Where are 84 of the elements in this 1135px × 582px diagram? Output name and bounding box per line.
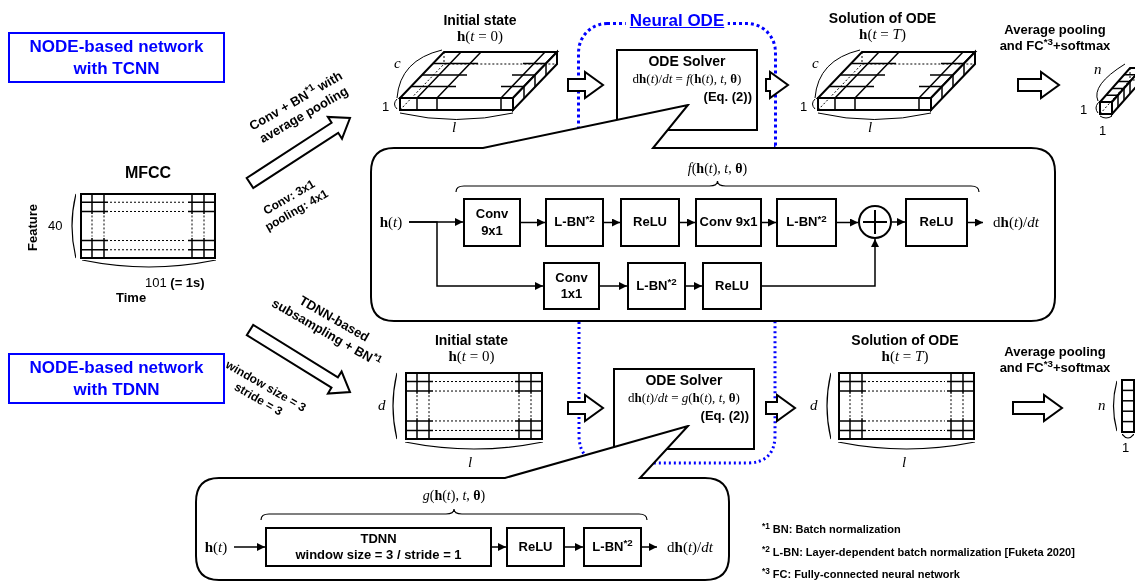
dimension-label: l [452, 120, 457, 135]
block-heading: ODE Solver [647, 53, 727, 71]
dimension-label: c [394, 56, 401, 71]
block-arrow [765, 70, 790, 100]
dimension-label: d [378, 398, 386, 413]
arrow [520, 218, 546, 227]
dimension-label: l [902, 455, 907, 470]
dimension-label: n [1098, 398, 1106, 413]
footnote: $^{*2}$ L-BN: Layer-dependent batch normalization [Fuketa 2020] [762, 546, 1076, 560]
process-box: Conv 9x1 [463, 198, 521, 247]
dimension-label: l [868, 120, 873, 135]
footnote: $^{*1}$ BN: Batch normalization [762, 523, 902, 537]
math-label: h(t) [198, 536, 234, 558]
arrow [761, 218, 777, 227]
dimension-label: 1 [1099, 124, 1107, 137]
math-label: dh(t)/dt [983, 210, 1049, 234]
math-label: dh(t)/dt [657, 535, 723, 559]
edge-label: Average pooling and FC$^{*3}$+softmax [998, 344, 1112, 377]
arrow [891, 218, 906, 226]
process-box: L-BN$^{*2}$ [776, 198, 837, 247]
process-box: Conv 9x1 [695, 198, 762, 247]
arrow [685, 282, 703, 290]
arrow [836, 218, 859, 227]
process-box: ReLU [506, 527, 565, 567]
map-heading: Solution of ODE [851, 332, 959, 348]
dimension-label: l [468, 455, 473, 470]
arrow [679, 218, 696, 227]
block-arrow [245, 323, 352, 395]
equation-reference: (Eq. (2)) [703, 88, 752, 105]
process-box: ReLU [620, 198, 680, 247]
block-arrow [567, 70, 605, 100]
axis-label: Time [116, 291, 147, 304]
function-label: f(h(t), t, θ) [686, 160, 749, 178]
footnote: $^{*3}$ FC: Fully-connected neural network [762, 568, 961, 582]
map-heading: Initial state [434, 332, 509, 348]
arrow [408, 221, 544, 290]
solver-box [613, 368, 755, 450]
arrow [599, 282, 628, 290]
function-label: g(h(t), t, θ) [421, 487, 487, 505]
process-box: TDNN window size = 3 / stride = 1 [265, 527, 492, 567]
arrow [603, 218, 621, 227]
dimension-label: 101 (= 1s) [145, 276, 205, 289]
dimension-label: 1 [1122, 441, 1130, 454]
arrow [233, 543, 266, 551]
arrow [491, 543, 507, 551]
math-label: h(t = T) [859, 26, 906, 42]
block-arrow [1017, 70, 1061, 100]
dimension-label: 1 [1080, 103, 1088, 116]
block-arrow [1012, 393, 1064, 423]
math-label: h(t = T) [881, 348, 929, 364]
dimension-label: 1 [800, 100, 808, 113]
block-arrow [245, 115, 352, 190]
edge-label: Average pooling and FC$^{*3}$+softmax [998, 22, 1112, 55]
solver-box [616, 49, 758, 131]
map-heading: Initial state [443, 12, 517, 28]
process-box: L-BN$^{*2}$ [583, 527, 642, 567]
map-heading: Solution of ODE [828, 10, 937, 26]
map-heading: MFCC [124, 163, 172, 183]
arrow [967, 218, 984, 227]
process-box: L-BN$^{*2}$ [627, 262, 686, 310]
arrow [641, 543, 658, 551]
title-box: NODE-based network with TCNN [8, 32, 225, 83]
math-label: h(t = 0) [448, 348, 495, 364]
arrow [564, 543, 584, 551]
block-arrow [765, 393, 797, 423]
dimension-label: d [810, 398, 818, 413]
equation: dh(t)/dt = g(h(t), t, θ) [627, 389, 741, 406]
math-label: h(t = 0) [457, 28, 503, 44]
title-box: NODE-based network with TDNN [8, 353, 225, 404]
math-label: h(t) [373, 211, 409, 233]
arrow [761, 238, 879, 287]
block-heading: ODE Solver [644, 372, 724, 390]
axis-label: Feature [26, 204, 39, 251]
process-box: L-BN$^{*2}$ [545, 198, 604, 247]
dimension-label: n [1094, 62, 1102, 77]
dimension-label: 1 [382, 100, 390, 113]
dimension-label: 40 [48, 219, 63, 232]
dimension-label: c [812, 56, 819, 71]
block-arrow [567, 393, 605, 423]
process-box: ReLU [702, 262, 762, 310]
equation: dh(t)/dt = f(h(t), t, θ) [631, 70, 743, 87]
process-box: ReLU [905, 198, 968, 247]
equation-reference: (Eq. (2)) [700, 407, 749, 424]
process-box: Conv 1x1 [543, 262, 600, 310]
